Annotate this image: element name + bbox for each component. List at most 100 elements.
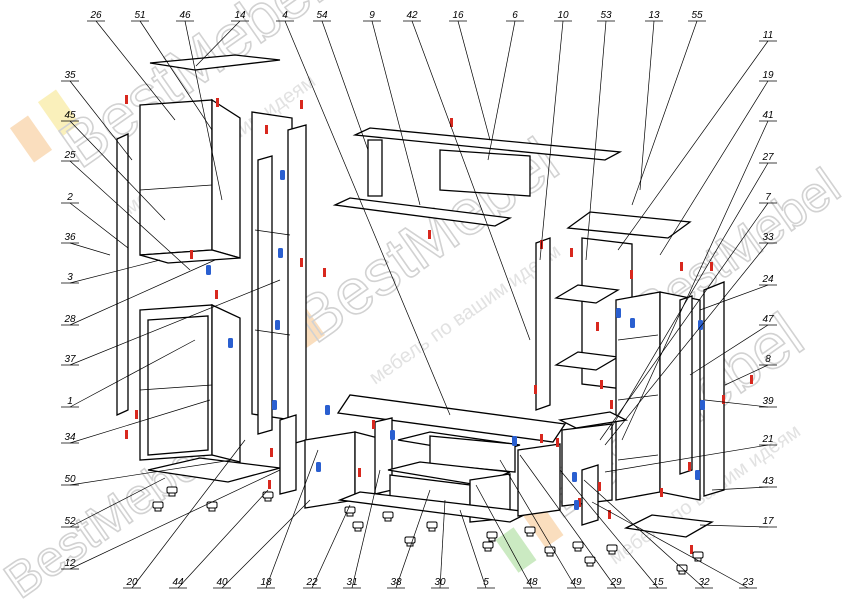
screw-marker (450, 118, 453, 127)
right-vertical-panel (535, 237, 551, 411)
shelf-bracket-left (367, 139, 383, 197)
leader-line (583, 479, 705, 589)
part-label: 3 (67, 272, 73, 283)
part-label: 12 (64, 558, 76, 569)
construction-line (254, 329, 291, 336)
screw-marker (268, 480, 271, 489)
foot (482, 541, 494, 552)
hinge-marker (574, 500, 579, 510)
leader-line (621, 120, 769, 441)
screw-marker (750, 375, 753, 384)
screw-marker (710, 262, 713, 271)
watermark-orange-block (9, 115, 53, 163)
construction-line (617, 334, 659, 341)
hinge-marker (275, 320, 280, 330)
part-label: 7 (765, 192, 771, 203)
screw-marker (660, 488, 663, 497)
part-label: 45 (64, 110, 76, 121)
leader-line (499, 459, 577, 589)
part-label: 44 (172, 577, 184, 588)
screw-marker (190, 250, 193, 259)
leader-line (69, 259, 216, 326)
leader-line (69, 80, 133, 161)
leader-line (559, 469, 659, 589)
part-label: 17 (762, 516, 774, 527)
shelf-right-top (566, 211, 692, 239)
tv-stand-right-side (581, 464, 599, 526)
part-label: 36 (64, 232, 76, 243)
leader-line (519, 454, 617, 589)
leader-line (459, 509, 487, 589)
part-label: 22 (305, 577, 318, 588)
part-label: 26 (89, 10, 102, 21)
screw-marker (596, 322, 599, 331)
part-label: 51 (134, 10, 145, 21)
screw-marker (265, 125, 268, 134)
part-label: 4 (282, 10, 288, 21)
furniture-parts (116, 54, 725, 538)
tv-stand-right-door (517, 443, 561, 517)
part-label: 9 (369, 10, 375, 21)
part-label: 31 (346, 577, 357, 588)
leader-line (604, 242, 769, 446)
leader-line (351, 469, 381, 589)
leader-line (284, 20, 451, 416)
base-panel-right (623, 514, 715, 538)
right-side-panel (703, 281, 725, 497)
part-label: 54 (316, 10, 328, 21)
leader-line (411, 20, 531, 341)
leader-line (177, 489, 269, 589)
foot (572, 541, 584, 552)
leader-line (487, 20, 516, 161)
leader-line (69, 160, 191, 271)
foot (606, 544, 618, 555)
leader-line (139, 20, 213, 131)
drawer-front (429, 435, 516, 473)
screw-marker (690, 545, 693, 554)
leader-line (591, 501, 749, 589)
part-label: 10 (557, 10, 569, 21)
hinge-marker (280, 170, 285, 180)
leader-line (539, 20, 564, 261)
upper-shelf-top (352, 127, 623, 161)
part-label: 49 (570, 577, 582, 588)
leader-line (311, 504, 351, 589)
screw-marker (630, 270, 633, 279)
part-label: 27 (761, 152, 774, 163)
part-label: 53 (600, 10, 612, 21)
hinge-marker (700, 400, 705, 410)
right-shelf-mid (554, 284, 620, 304)
construction-lines (139, 184, 659, 461)
right-column-rail (679, 295, 693, 475)
leader-line (69, 399, 211, 444)
leader-line (195, 20, 241, 67)
part-label: 5 (483, 577, 489, 588)
leader-line (659, 80, 769, 256)
leader-line (69, 242, 111, 256)
construction-line (139, 384, 213, 391)
left-cabinet-lower-side (211, 303, 241, 463)
foot (344, 506, 356, 517)
tv-stand-right-top (557, 411, 629, 429)
part-label: 16 (452, 10, 464, 21)
leader-line (711, 486, 769, 491)
screw-marker (540, 434, 543, 443)
leader-line (631, 20, 698, 206)
screw-marker (323, 268, 326, 277)
watermark-yellow-block (37, 89, 81, 137)
part-label: 21 (761, 434, 773, 445)
part-label: 52 (64, 516, 76, 527)
screw-marker (600, 380, 603, 389)
watermark-green-block (495, 527, 537, 573)
hinge-marker (616, 308, 621, 318)
hinge-marker (272, 400, 277, 410)
left-cabinet-upper (139, 99, 213, 256)
part-label: 30 (434, 577, 446, 588)
part-label: 37 (64, 354, 76, 365)
foot (584, 556, 596, 567)
leader-line (585, 20, 607, 261)
leader-line (69, 469, 281, 570)
part-label: 42 (406, 10, 418, 21)
screw-marker (534, 385, 537, 394)
part-label: 2 (66, 192, 73, 203)
